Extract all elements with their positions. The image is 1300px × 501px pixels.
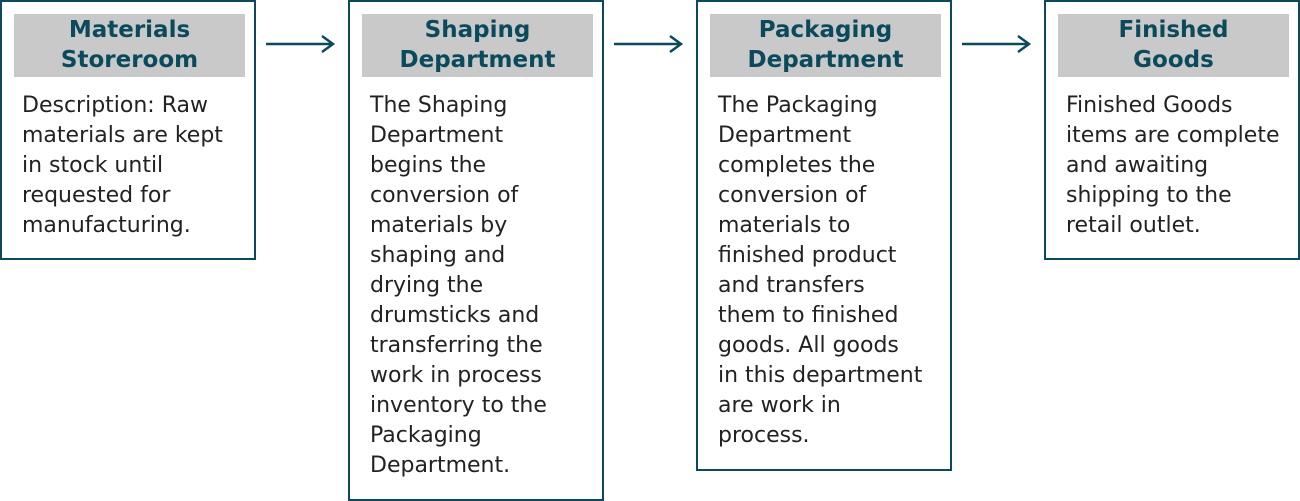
materials-storeroom-box: Materials Storeroom Description: Raw mat… (0, 0, 256, 260)
title-line: Department (747, 47, 904, 73)
description-line: conversion of (370, 183, 519, 208)
materials-storeroom-description: Description: Raw materials are kept in s… (22, 91, 223, 241)
description-line: Department. (370, 453, 511, 478)
description-line: Department (718, 123, 852, 148)
packaging-department-box: Packaging Department The Packaging Depar… (696, 0, 952, 471)
description-line: in stock until (22, 153, 164, 178)
description-line: completes the (718, 153, 876, 178)
description-line: shaping and (370, 243, 506, 268)
description-line: Packaging (370, 423, 482, 448)
description-line: requested for (22, 183, 171, 208)
description-line: transferring the (370, 333, 543, 358)
arrow-right-icon (962, 34, 1032, 54)
description-line: and transfers (718, 273, 865, 298)
description-line: in this department (718, 363, 923, 388)
description-line: drumsticks and (370, 303, 540, 328)
description-line: retail outlet. (1066, 213, 1201, 238)
packaging-department-title: Packaging Department (710, 14, 941, 77)
shaping-department-description: The Shaping Department begins the conver… (370, 91, 547, 481)
arrow-right-icon (614, 34, 684, 54)
description-line: inventory to the (370, 393, 547, 418)
description-line: materials are kept (22, 123, 223, 148)
description-line: begins the (370, 153, 487, 178)
description-line: them to finished (718, 303, 899, 328)
description-line: conversion of (718, 183, 867, 208)
title-line: Storeroom (60, 47, 199, 73)
description-line: finished product (718, 243, 897, 268)
shaping-department-title: Shaping Department (362, 14, 593, 77)
description-line: and awaiting (1066, 153, 1209, 178)
finished-goods-box: Finished Goods Finished Goods items are … (1044, 0, 1300, 260)
title-line: Department (399, 47, 556, 73)
description-line: materials to (718, 213, 851, 238)
description-line: work in process (370, 363, 542, 388)
materials-storeroom-title: Materials Storeroom (14, 14, 245, 77)
description-line: shipping to the (1066, 183, 1232, 208)
title-line: Materials (68, 17, 191, 43)
finished-goods-description: Finished Goods items are complete and aw… (1066, 91, 1280, 241)
description-line: items are complete (1066, 123, 1280, 148)
title-line: Packaging (758, 17, 893, 43)
description-line: materials by (370, 213, 508, 238)
description-line: manufacturing. (22, 213, 191, 238)
description-line: The Shaping (370, 93, 508, 118)
arrow-right-icon (266, 34, 336, 54)
description-line: goods. All goods (718, 333, 899, 358)
finished-goods-title: Finished Goods (1058, 14, 1289, 77)
title-line: Finished (1118, 17, 1229, 43)
title-line: Goods (1133, 47, 1214, 73)
description-line: Department (370, 123, 504, 148)
packaging-department-description: The Packaging Department completes the c… (718, 91, 922, 451)
description-line: process. (718, 423, 810, 448)
description-line: The Packaging (718, 93, 878, 118)
description-line: drying the (370, 273, 484, 298)
description-line: are work in (718, 393, 841, 418)
title-line: Shaping (424, 17, 531, 43)
description-line: Finished Goods (1066, 93, 1233, 118)
shaping-department-box: Shaping Department The Shaping Departmen… (348, 0, 604, 501)
description-line: Description: Raw (22, 93, 208, 118)
